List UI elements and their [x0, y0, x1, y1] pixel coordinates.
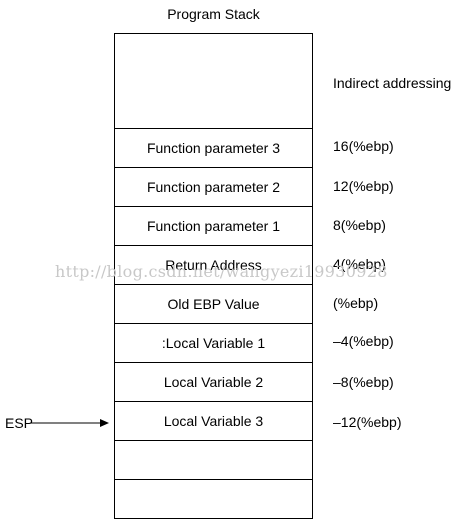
diagram-title: Program Stack — [167, 6, 260, 22]
address-return-address: 4(%ebp) — [333, 256, 386, 272]
stack-cell-function-parameter-3: Function parameter 3 — [115, 129, 312, 168]
stack-cell-local-variable-3: Local Variable 3 — [115, 402, 312, 441]
stack-cell-function-parameter-2: Function parameter 2 — [115, 168, 312, 207]
stack-cell-empty-1 — [115, 441, 312, 480]
indirect-addressing-header: Indirect addressing — [333, 75, 452, 91]
address-function-parameter-2: 12(%ebp) — [333, 178, 394, 194]
stack-cell-top — [115, 34, 312, 129]
address-function-parameter-3: 16(%ebp) — [333, 138, 394, 154]
esp-arrow-icon — [31, 419, 109, 427]
stack-cell-local-variable-1: :Local Variable 1 — [115, 324, 312, 363]
esp-label: ESP — [5, 415, 34, 431]
stack-cell-old-ebp-value: Old EBP Value — [115, 285, 312, 324]
address-function-parameter-1: 8(%ebp) — [333, 217, 386, 233]
stack-cell-empty-2 — [115, 480, 312, 519]
stack-cell-local-variable-2: Local Variable 2 — [115, 363, 312, 402]
stack-cell-return-address: Return Address — [115, 246, 312, 285]
program-stack: Function parameter 3 Function parameter … — [114, 33, 313, 519]
address-local-variable-2: –8(%ebp) — [333, 374, 394, 390]
stack-cell-function-parameter-1: Function parameter 1 — [115, 207, 312, 246]
address-local-variable-1: –4(%ebp) — [333, 333, 394, 349]
watermark-url: http://blog.csdn.net/wangyezi19930928 — [55, 262, 388, 281]
address-local-variable-3: –12(%ebp) — [333, 414, 402, 430]
address-old-ebp-value: (%ebp) — [333, 295, 379, 311]
